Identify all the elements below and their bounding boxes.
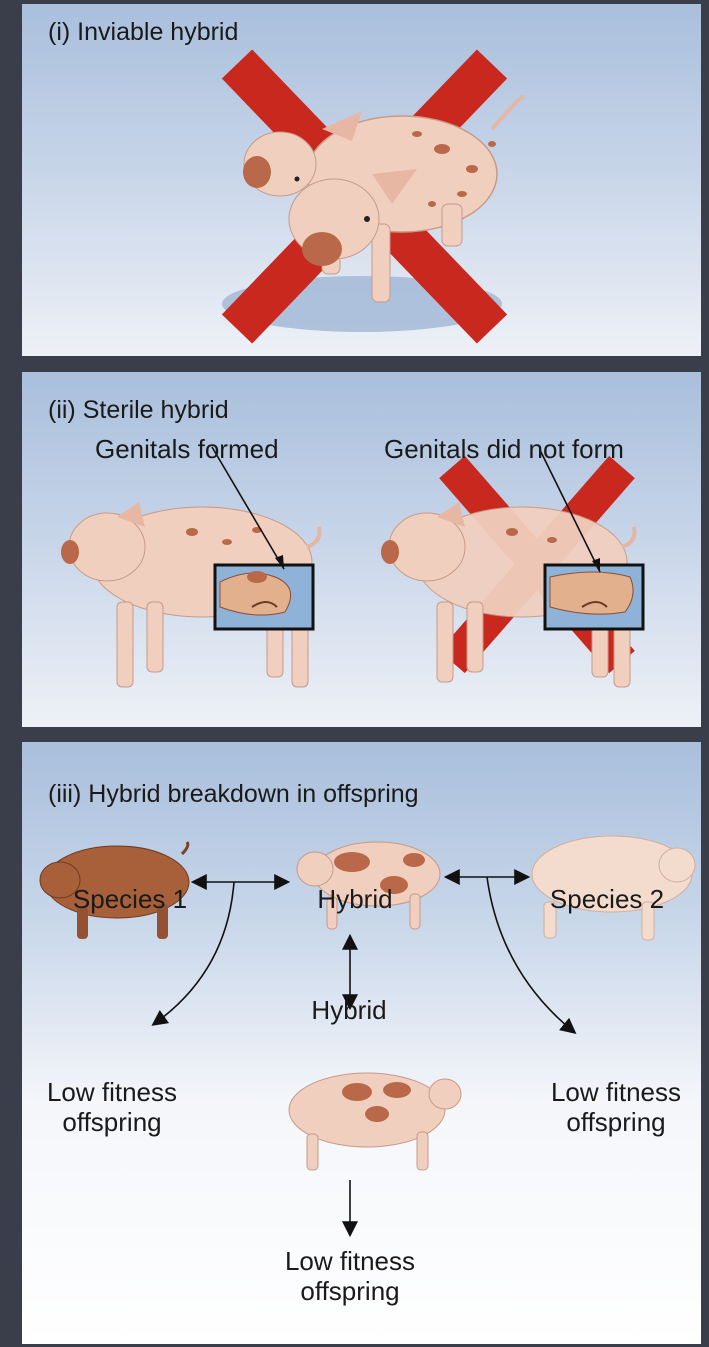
panel-title-text: Inviable hybrid bbox=[77, 18, 238, 46]
panel-title-text: Sterile hybrid bbox=[83, 396, 229, 424]
panel-title-prefix: (iii) bbox=[48, 780, 81, 808]
label-species-1: Species 1 bbox=[50, 886, 210, 912]
label-genitals-did-not-form: Genitals did not form bbox=[384, 436, 624, 462]
label-genitals-formed: Genitals formed bbox=[95, 436, 279, 462]
panel-title-i: (i) Inviable hybrid bbox=[48, 20, 238, 45]
panel-inviable-hybrid: (i) Inviable hybrid bbox=[22, 4, 701, 356]
panel-sterile-hybrid: (ii) Sterile hybrid Genitals formed Geni… bbox=[22, 372, 701, 727]
panel-title-prefix: (ii) bbox=[48, 396, 76, 424]
panel-title-prefix: (i) bbox=[48, 18, 70, 46]
panel-title-text: Hybrid breakdown in offspring bbox=[88, 780, 418, 808]
sterile-hybrid-illustration bbox=[22, 372, 701, 727]
label-species-2: Species 2 bbox=[522, 886, 692, 912]
label-hybrid-offspring: Hybrid bbox=[274, 997, 424, 1023]
panel-title-iii: (iii) Hybrid breakdown in offspring bbox=[48, 782, 419, 807]
hybrid-offspring-pig-icon bbox=[289, 1073, 461, 1170]
label-line: Low fitness bbox=[264, 1248, 436, 1274]
label-line: offspring bbox=[26, 1109, 198, 1135]
label-low-fitness-left: Low fitness offspring bbox=[26, 1079, 198, 1135]
label-line: Low fitness bbox=[530, 1079, 701, 1105]
genitals-not-formed-inset bbox=[545, 565, 643, 629]
label-line: offspring bbox=[530, 1109, 701, 1135]
inviable-hybrid-illustration bbox=[22, 4, 701, 356]
genitals-formed-inset bbox=[215, 565, 313, 629]
label-low-fitness-bottom: Low fitness offspring bbox=[264, 1248, 436, 1304]
panel-hybrid-breakdown: (iii) Hybrid breakdown in offspring Spec… bbox=[22, 742, 701, 1344]
label-line: offspring bbox=[264, 1278, 436, 1304]
panel-title-ii: (ii) Sterile hybrid bbox=[48, 398, 229, 423]
label-hybrid: Hybrid bbox=[280, 886, 430, 912]
label-low-fitness-right: Low fitness offspring bbox=[530, 1079, 701, 1135]
label-line: Low fitness bbox=[26, 1079, 198, 1105]
